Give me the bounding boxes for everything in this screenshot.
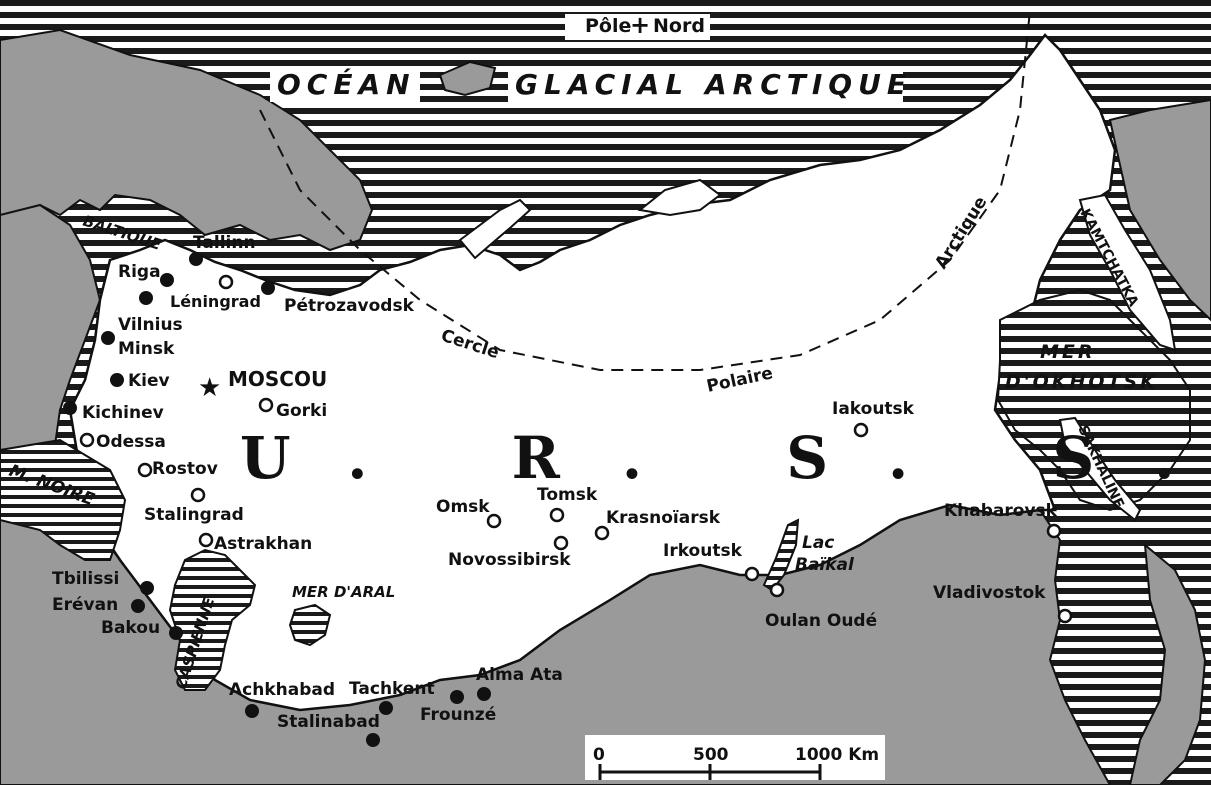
sea-of-okhotsk	[996, 288, 1191, 512]
city-label-khabarovsk: Khabarovsk	[944, 501, 1058, 521]
taimyr-islands	[637, 178, 722, 217]
city-marker-stalinabad	[366, 733, 380, 747]
city-marker-achkhabad	[245, 704, 259, 718]
sakhalin-land	[1058, 416, 1142, 522]
city-label-krasnoiarsk: Krasnoïarsk	[606, 508, 721, 528]
city-marker-kiev	[110, 373, 124, 387]
kamchatka-land	[1078, 193, 1177, 352]
city-label-irkoutsk: Irkoutsk	[663, 541, 743, 561]
okhotsk-label-2: D'OKHOTSK	[1005, 371, 1158, 393]
city-marker-omsk	[486, 513, 502, 529]
japan-land	[1128, 542, 1207, 785]
city-markers-open	[79, 274, 1073, 624]
scale-label-1000: 1000 Km	[795, 745, 879, 765]
city-label-frounze: Frounzé	[420, 705, 496, 725]
city-label-iakoutsk: Iakoutsk	[832, 399, 915, 419]
scale-bar: 0 500 1000 Km	[585, 735, 885, 780]
city-marker-erevan	[131, 599, 145, 613]
capital-star-icon: ★	[198, 373, 221, 403]
city-label-odessa: Odessa	[96, 432, 166, 452]
city-label-kichinev: Kichinev	[82, 403, 164, 423]
city-marker-iakoutsk	[853, 422, 869, 438]
alaska-land	[1108, 98, 1211, 322]
city-label-stalinabad: Stalinabad	[277, 712, 380, 732]
city-label-tachkent: Tachkent	[349, 679, 435, 699]
nord-label: Nord	[653, 15, 705, 37]
city-label-oulan-oude: Oulan Oudé	[765, 611, 877, 631]
city-marker-oulan-oude	[769, 582, 785, 598]
city-label-bakou: Bakou	[101, 618, 160, 638]
city-label-petrozavodsk: Pétrozavodsk	[284, 296, 415, 316]
ussr-title: U. R. S. S.	[240, 424, 1211, 492]
ocean-label-3: ARCTIQUE	[703, 68, 912, 101]
aral-sea	[288, 603, 332, 647]
city-marker-minsk	[101, 331, 115, 345]
city-marker-petrozavodsk	[261, 281, 275, 295]
black-sea	[0, 438, 127, 561]
city-marker-rostov	[137, 462, 153, 478]
novaya-zemlya-island	[458, 198, 532, 260]
pole-label: Pôle	[585, 15, 631, 37]
city-label-vilnius: Vilnius	[118, 315, 183, 335]
city-marker-leningrad	[218, 274, 234, 290]
city-markers-filled	[63, 252, 491, 747]
scandinavia-land	[0, 28, 374, 252]
city-label-riga: Riga	[118, 262, 161, 282]
scale-label-0: 0	[593, 745, 605, 765]
city-label-omsk: Omsk	[436, 497, 490, 517]
city-marker-frounze	[450, 690, 464, 704]
city-label-kiev: Kiev	[128, 371, 170, 391]
city-label-tbilissi: Tbilissi	[52, 569, 119, 589]
ocean-label-1: OCÉAN	[277, 67, 416, 101]
city-marker-novossibirsk	[553, 535, 569, 551]
city-marker-krasnoiarsk	[594, 525, 610, 541]
city-marker-vladivostok	[1057, 608, 1073, 624]
ocean-label-bg-1	[270, 68, 420, 102]
city-marker-tbilissi	[140, 581, 154, 595]
city-label-vladivostok: Vladivostok	[933, 583, 1046, 603]
city-label-astrakhan: Astrakhan	[214, 534, 312, 554]
city-label-rostov: Rostov	[152, 459, 218, 479]
city-label-tallinn: Tallinn	[193, 233, 256, 253]
scale-label-500: 500	[693, 745, 729, 765]
ocean-label-bg-2	[508, 68, 903, 102]
city-marker-irkoutsk	[744, 566, 760, 582]
lake-baikal	[762, 518, 800, 592]
city-label-stalingrad: Stalingrad	[144, 505, 244, 525]
city-marker-bakou	[169, 626, 183, 640]
city-marker-astrakhan	[198, 532, 214, 548]
city-labels: Tallinn Riga Léningrad Pétrozavodsk Viln…	[52, 233, 1058, 732]
city-marker-vilnius	[139, 291, 153, 305]
franz-josef-land	[438, 60, 497, 97]
city-label-achkhabad: Achkhabad	[229, 680, 335, 700]
city-label-leningrad: Léningrad	[170, 292, 261, 311]
city-label-minsk: Minsk	[118, 339, 175, 359]
city-marker-stalingrad	[190, 487, 206, 503]
city-label-tomsk: Tomsk	[537, 485, 598, 505]
city-marker-gorki	[258, 397, 274, 413]
caspian-sea	[168, 548, 257, 691]
city-label-novossibirsk: Novossibirsk	[448, 550, 571, 570]
city-marker-tachkent	[379, 701, 393, 715]
ocean-label-2: GLACIAL	[515, 68, 689, 101]
city-label-gorki: Gorki	[276, 401, 327, 421]
city-marker-khabarovsk	[1046, 523, 1062, 539]
arctic-circle-line	[259, 9, 1031, 371]
pole-label-bg	[565, 14, 710, 40]
city-marker-alma-ata	[477, 687, 491, 701]
city-marker-kichinev	[63, 401, 77, 415]
city-label-alma-ata: Alma Ata	[476, 665, 563, 685]
okhotsk-label-1: MER	[1040, 341, 1096, 363]
city-marker-tallinn	[189, 252, 203, 266]
pole-plus: +	[630, 11, 650, 39]
city-label-erevan: Erévan	[52, 595, 118, 615]
city-marker-riga	[160, 273, 174, 287]
capital-label: MOSCOU	[228, 367, 327, 391]
city-marker-odessa	[79, 432, 95, 448]
aral-label: MER D'ARAL	[292, 583, 395, 601]
city-marker-tomsk	[549, 507, 565, 523]
baikal-label-2: Baïkal	[795, 555, 855, 575]
baikal-label-1: Lac	[802, 533, 834, 553]
